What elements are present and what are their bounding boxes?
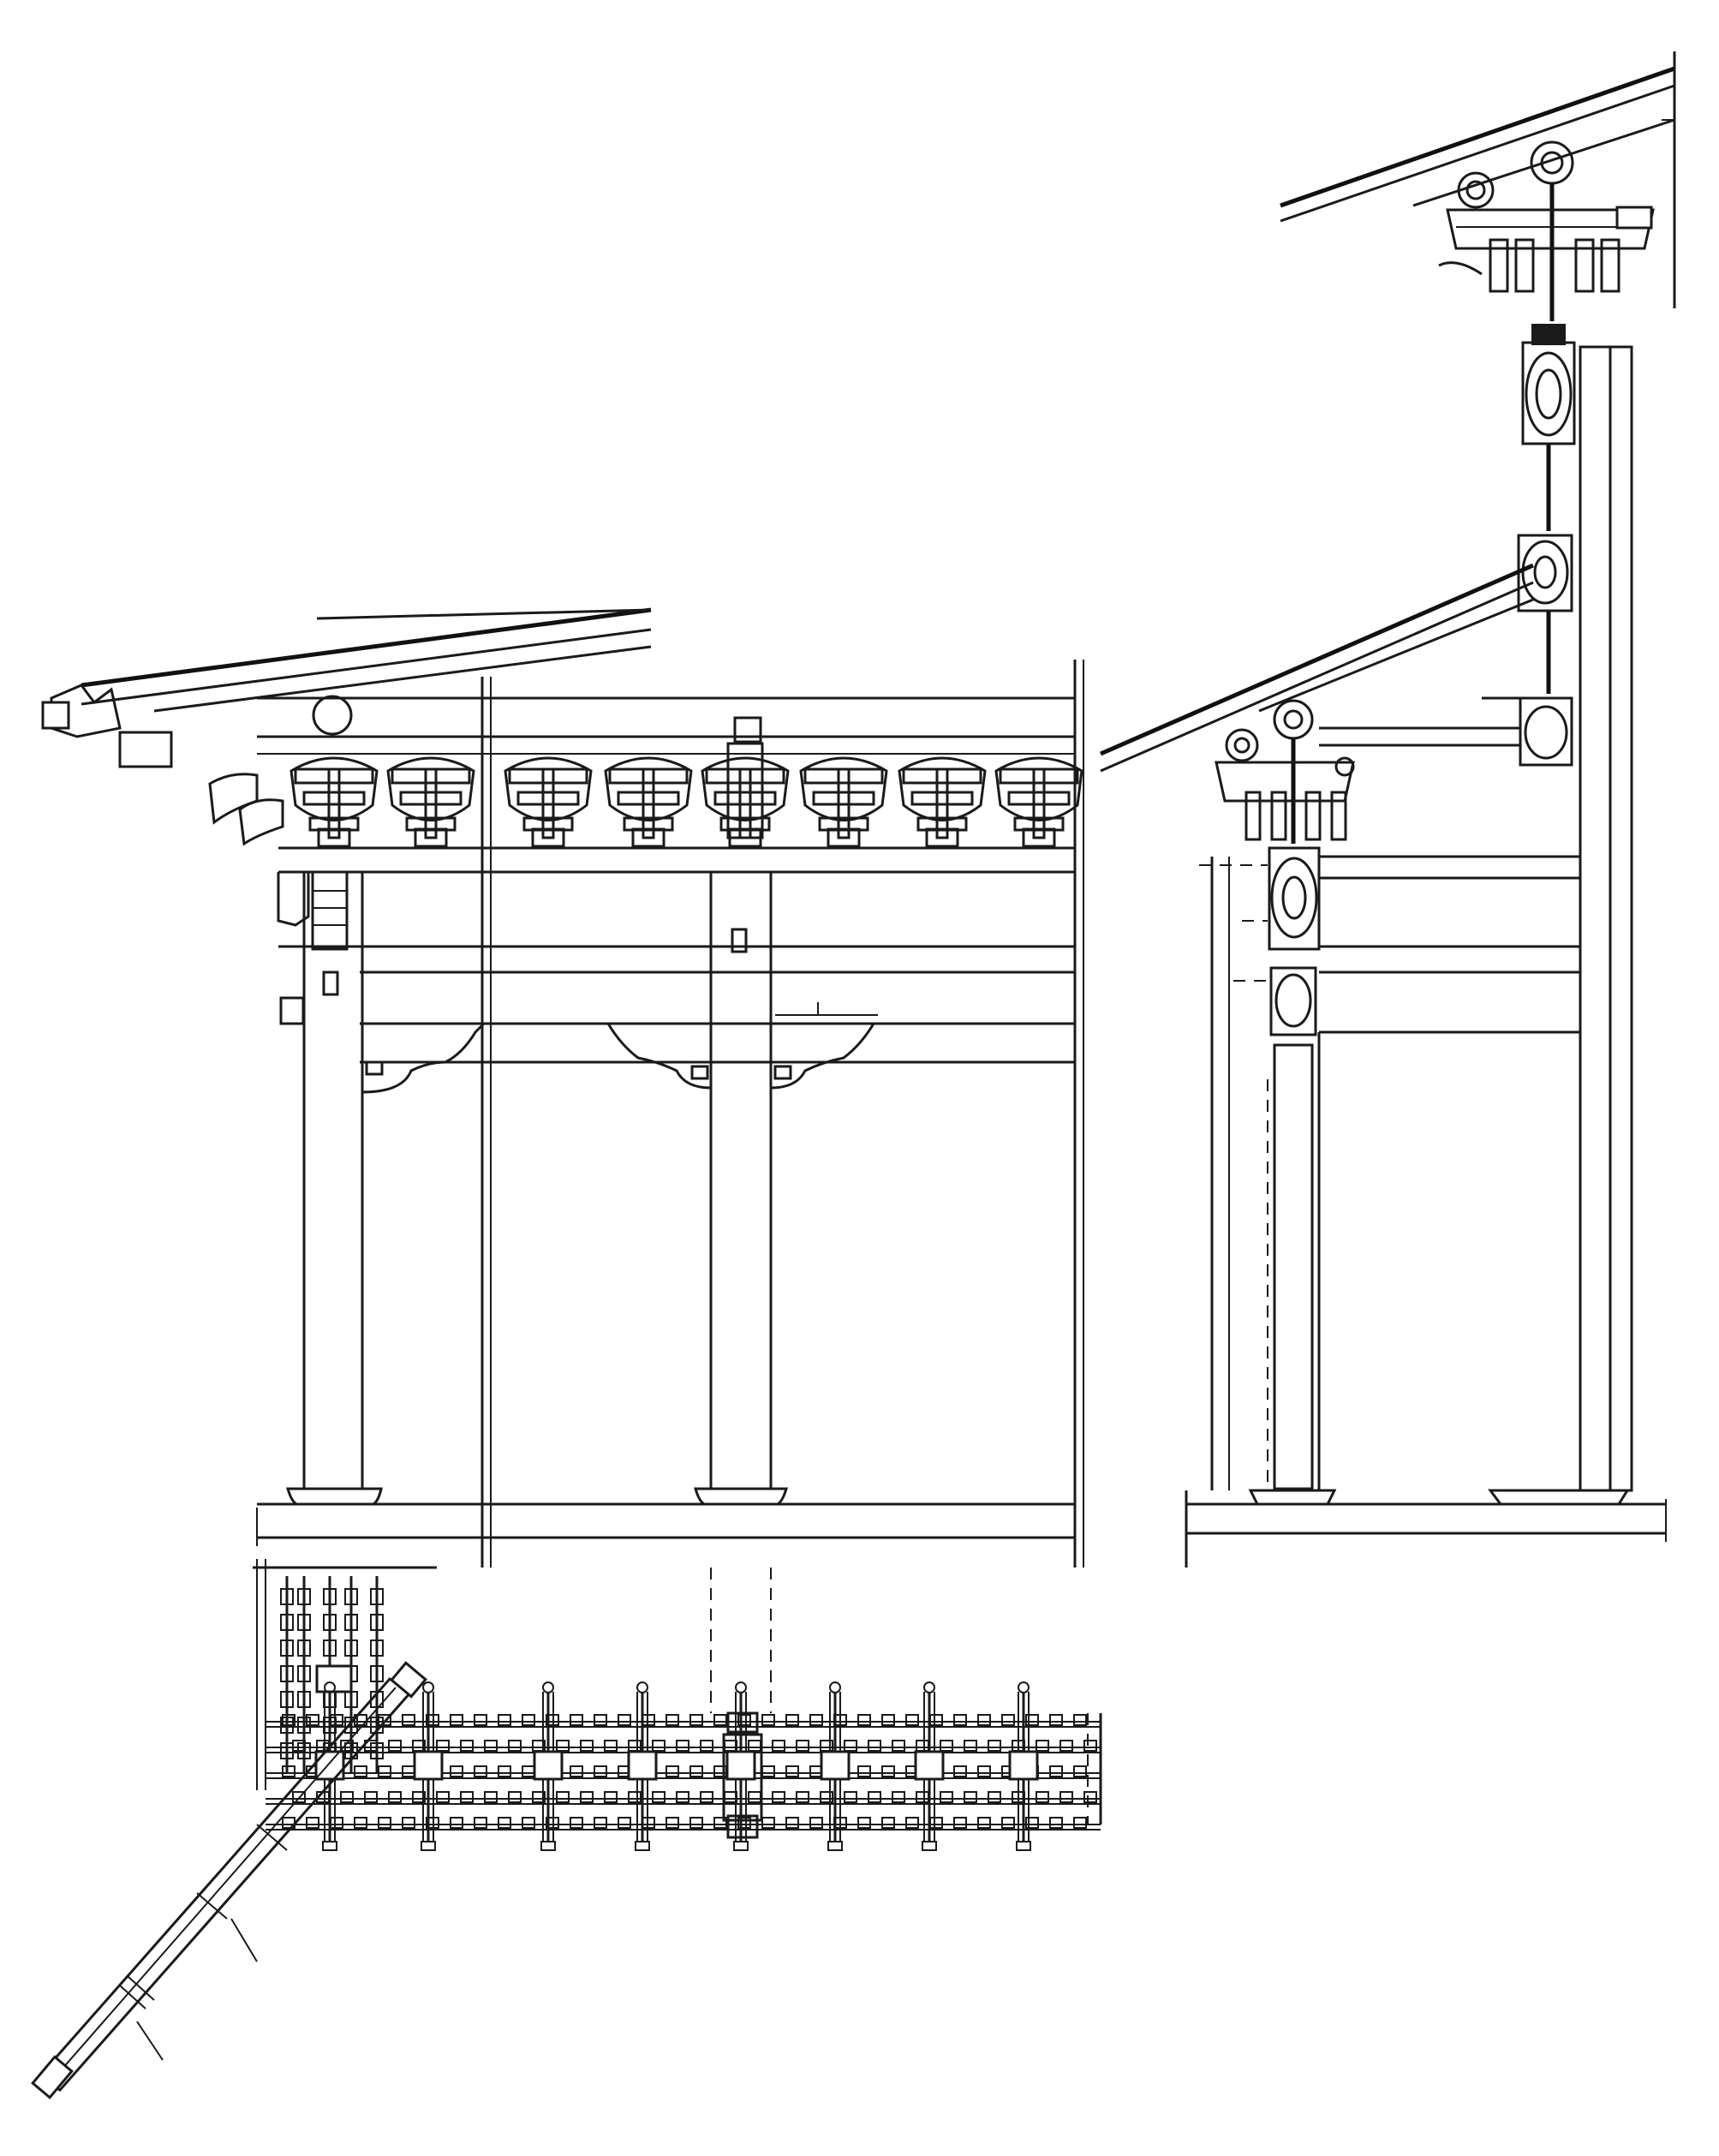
plan-node — [820, 1681, 851, 1851]
bracket-set — [994, 756, 1083, 848]
plan-node — [627, 1681, 658, 1851]
corner-bracket — [208, 773, 259, 825]
front-bracket-row — [208, 742, 1083, 848]
front-braces — [361, 1002, 878, 1094]
side-upper-bracket-cluster — [1438, 140, 1655, 321]
side-king-post — [1517, 324, 1576, 767]
side-frame — [1185, 855, 1667, 1568]
bracket-set — [504, 756, 593, 848]
front-elevation — [41, 607, 1084, 1568]
plan-diagonal-hip-beam — [31, 1661, 427, 2099]
bracket-set — [799, 756, 888, 848]
plan-node — [413, 1681, 444, 1851]
bracket-set — [604, 756, 693, 848]
plan-rows — [266, 1714, 1101, 1831]
side-main-column — [1488, 345, 1633, 1506]
corner-bracket — [238, 798, 284, 846]
front-column-left — [279, 870, 383, 1506]
side-upper-roof — [1280, 51, 1676, 308]
center-bracket-block — [726, 742, 764, 839]
plan-row — [266, 1740, 1101, 1753]
front-floor — [256, 1502, 1075, 1546]
bracket-set — [386, 756, 475, 848]
plan-node — [1008, 1681, 1039, 1851]
side-lower-roof — [1100, 563, 1534, 773]
bracket-plan — [31, 1559, 1102, 2099]
front-lintels — [277, 846, 1075, 1064]
plan-edge — [1087, 1713, 1102, 1825]
plan-center-column — [710, 1568, 772, 1839]
side-lower-bracket-cluster — [1215, 696, 1520, 844]
corner-bracket-column — [280, 1576, 294, 1773]
plan-node — [533, 1681, 564, 1851]
front-roof-eave — [41, 607, 652, 768]
plan-row — [266, 1765, 1101, 1779]
front-column-middle — [694, 870, 788, 1506]
bracket-set — [289, 756, 379, 848]
side-lower-post — [1268, 846, 1321, 1490]
front-grid-line — [480, 677, 492, 1568]
plan-node — [914, 1681, 945, 1851]
front-ridge-beams — [257, 660, 1084, 1568]
side-section — [1100, 51, 1676, 1568]
plan-row — [266, 1817, 1101, 1831]
bracket-set — [701, 756, 790, 848]
plan-nodes — [314, 1681, 1039, 1851]
bracket-set — [898, 756, 987, 848]
plan-row — [266, 1791, 1101, 1805]
